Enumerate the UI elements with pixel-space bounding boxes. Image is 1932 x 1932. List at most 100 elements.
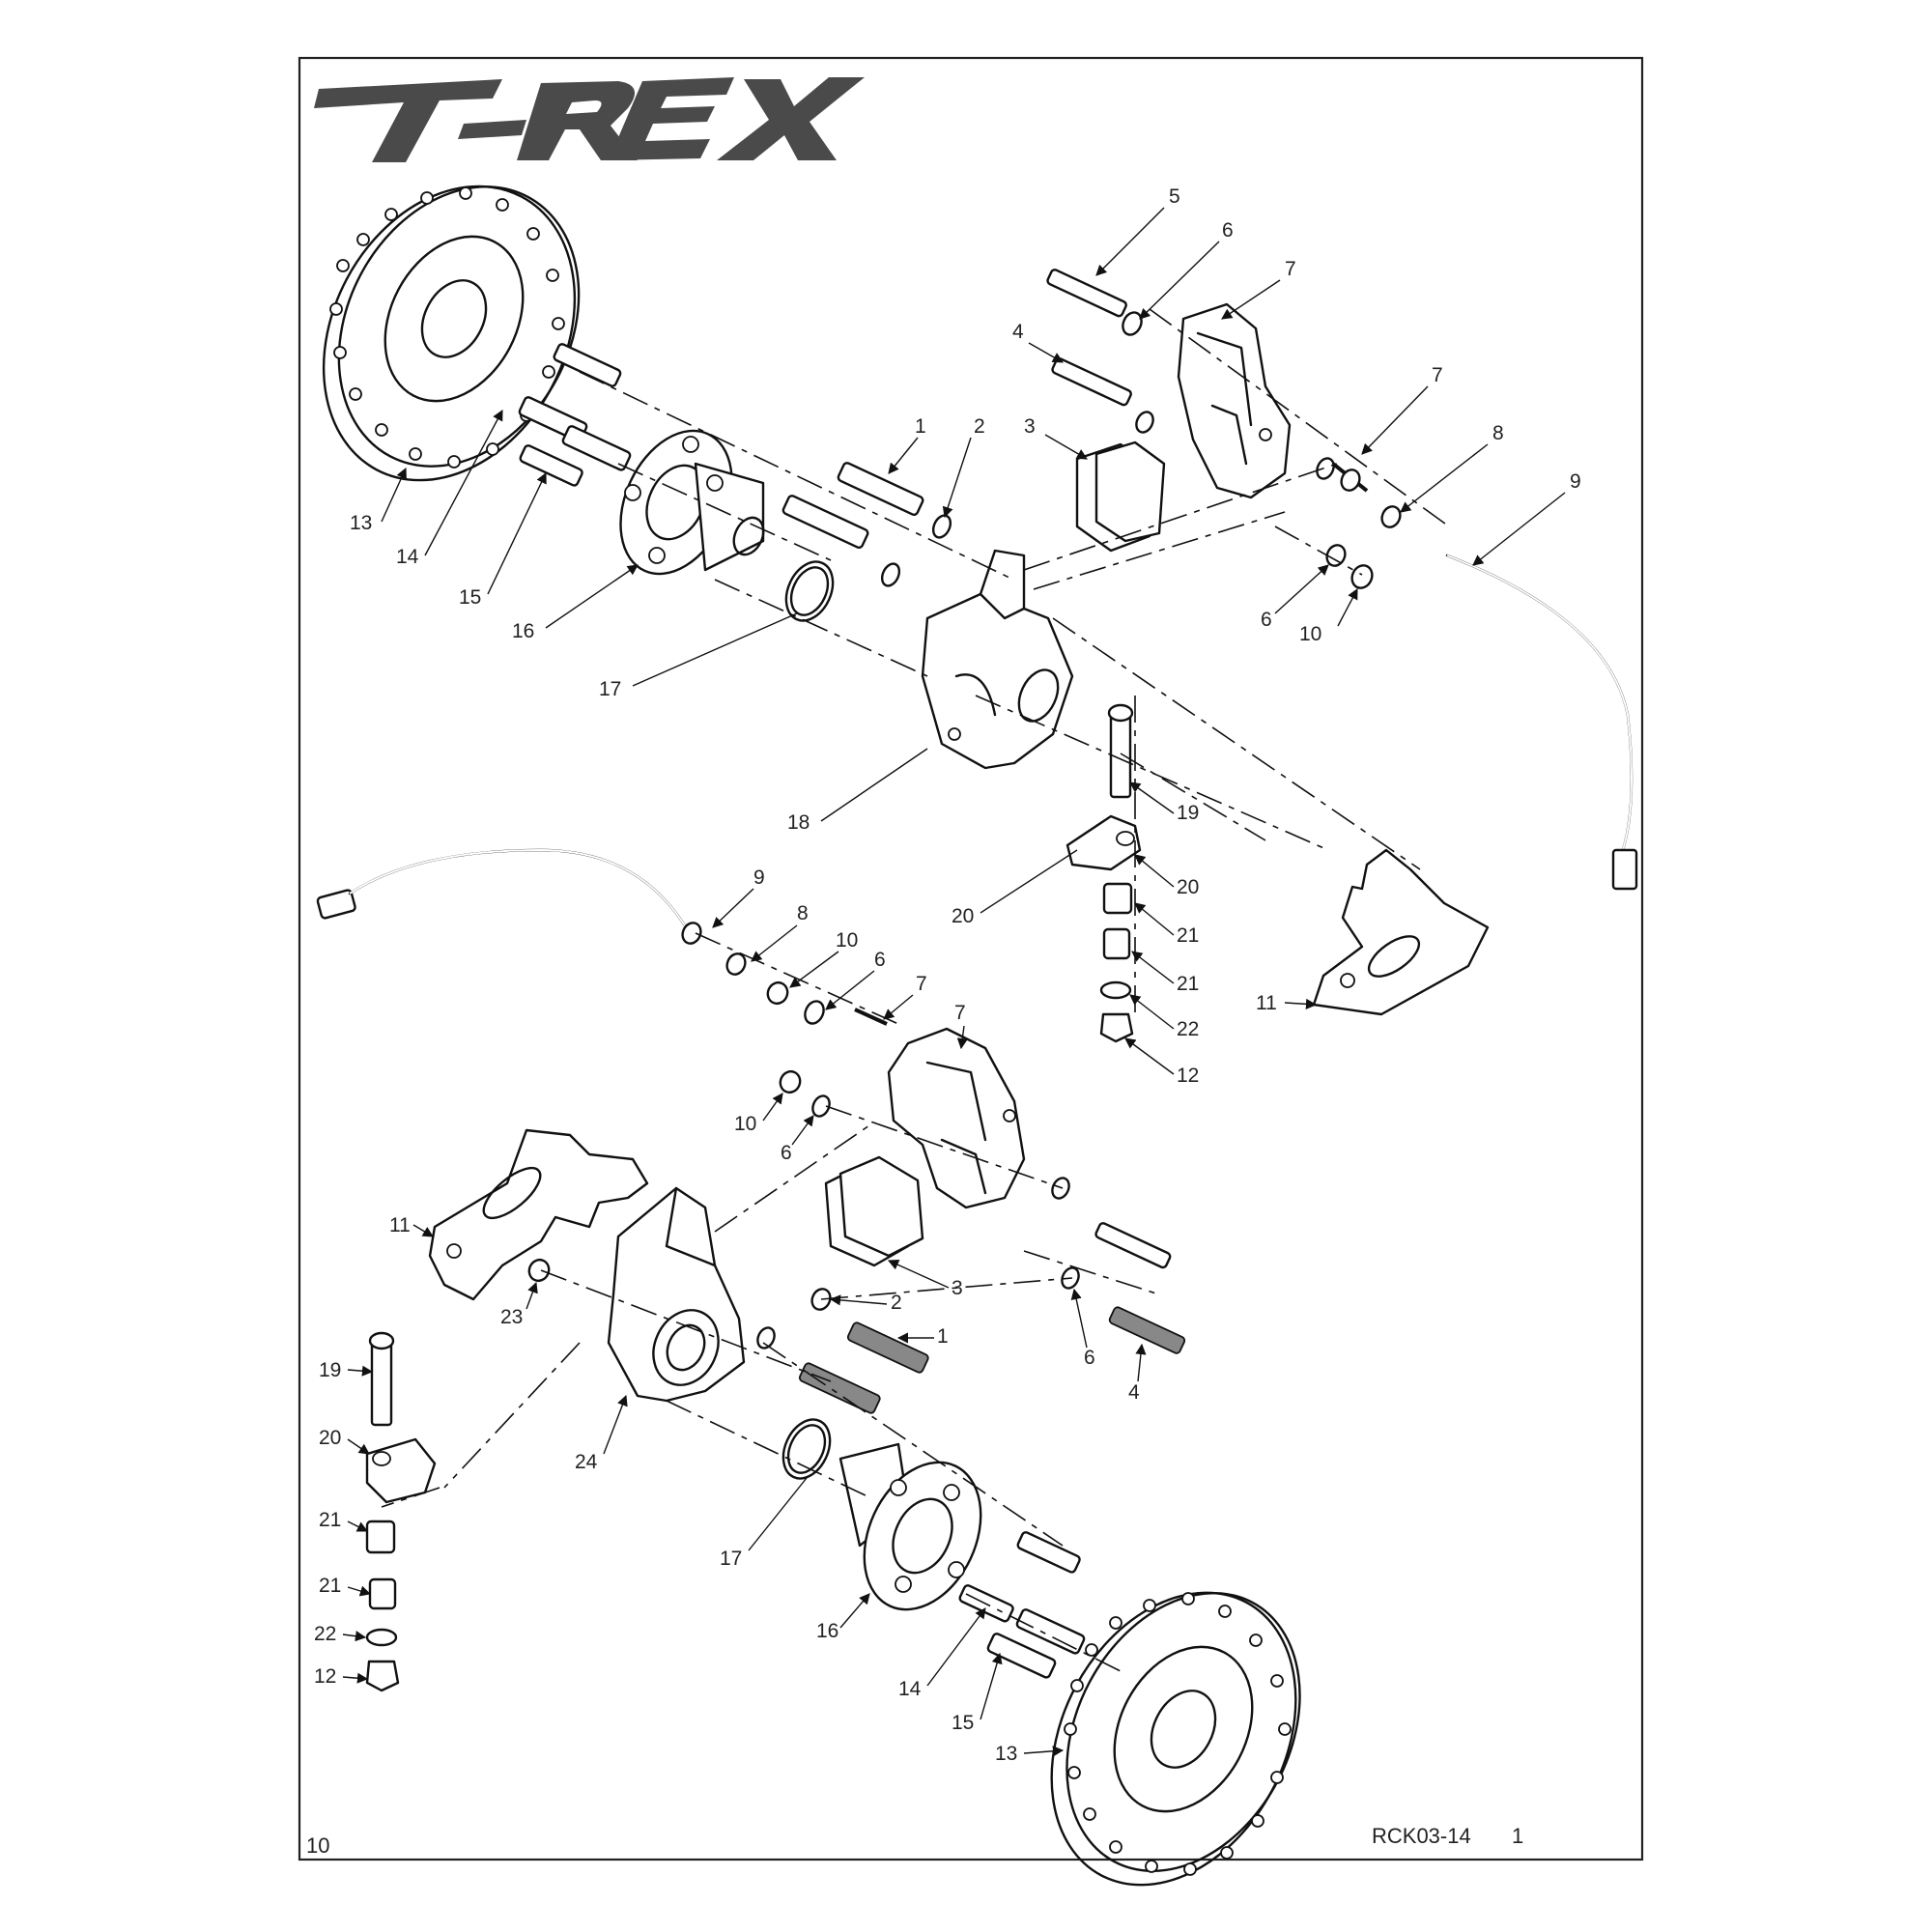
hub-bolt-upper-c	[561, 425, 632, 471]
callout-8-upper: 8	[1492, 422, 1504, 444]
knuckle-upright-24	[607, 1186, 746, 1403]
callout-6-lower-d: 6	[1084, 1347, 1095, 1369]
callout-23: 23	[500, 1306, 523, 1328]
brake-pads-upper	[1075, 440, 1166, 553]
callout-7-lower-a: 7	[916, 973, 927, 995]
steering-arm-11-upper	[1312, 848, 1490, 1016]
t-rex-logo	[314, 77, 865, 162]
callout-1-lower: 1	[937, 1325, 949, 1348]
callout-2-upper: 2	[974, 415, 985, 438]
callout-19-lower: 19	[319, 1359, 341, 1381]
washer-6-upper-b	[1135, 411, 1154, 434]
bolt-1-lower-a	[846, 1321, 929, 1374]
document-code: RCK03-14	[1372, 1824, 1471, 1848]
washer-nut-upper	[1316, 457, 1361, 492]
callout-22-lower: 22	[314, 1623, 336, 1645]
callout-22-upper: 22	[1177, 1018, 1199, 1040]
callout-9-upper: 9	[1570, 470, 1581, 493]
nut-10-lower-b	[779, 1069, 802, 1094]
callout-21-upper-a: 21	[1177, 924, 1199, 947]
hub-bolt-lower-d	[986, 1633, 1057, 1679]
pin-7-lower	[854, 1008, 888, 1026]
callout-3-upper: 3	[1024, 415, 1036, 438]
nut-12-upper	[1099, 1012, 1134, 1043]
hub-bolt-lower-a	[1016, 1531, 1081, 1574]
washer-6-upper	[1122, 311, 1143, 336]
wheel-hub-upper	[619, 429, 765, 576]
callout-5-upper: 5	[1169, 185, 1180, 208]
callout-19-upper: 19	[1177, 802, 1199, 824]
brake-caliper-upper	[1177, 302, 1292, 499]
nut-23-lower	[527, 1258, 551, 1283]
washer-22-lower	[365, 1628, 398, 1647]
brake-caliper-lower	[887, 1027, 1026, 1209]
bushing-21-upper-b	[1102, 927, 1131, 960]
callout-8-lower: 8	[797, 902, 809, 924]
callout-13-upper: 13	[350, 512, 372, 534]
callout-labels: 5 6 7 4 7 8 9 1 2 3 13 14 15 16 17 6 10 …	[314, 185, 1581, 1765]
bushing-21-lower-a	[365, 1520, 396, 1554]
brake-hose-upper	[1445, 554, 1638, 891]
callout-21-upper-b: 21	[1177, 973, 1199, 995]
callout-11-upper: 11	[1256, 992, 1277, 1014]
callout-17-upper: 17	[599, 678, 621, 700]
washer-2-lower-b	[756, 1326, 776, 1350]
washer-6-lower-a	[804, 1000, 825, 1025]
callout-6-lower-a: 6	[874, 949, 886, 971]
callout-18: 18	[787, 811, 810, 834]
callout-6b-upper: 6	[1261, 609, 1272, 631]
bolt-5-upper	[1046, 269, 1127, 318]
brake-rotor-upper	[322, 185, 581, 482]
o-ring-upper	[784, 560, 835, 622]
hub-bolt-upper-d	[519, 444, 583, 487]
callout-7-lower-b: 7	[954, 1002, 966, 1024]
bolt-4-upper	[1051, 357, 1132, 407]
callout-10-lower-b: 10	[734, 1113, 756, 1135]
banjo-fitting-8-lower	[725, 952, 747, 976]
steering-arm-11-lower	[428, 1128, 649, 1301]
banjo-fitting-8-upper	[1380, 505, 1402, 528]
nut-10-lower-a	[766, 980, 789, 1006]
callout-21-lower-b: 21	[319, 1575, 341, 1597]
callout-2-lower: 2	[891, 1292, 902, 1314]
callout-6-lower-b: 6	[781, 1142, 792, 1164]
nut-12-lower	[365, 1660, 400, 1692]
callout-7-upper: 7	[1285, 258, 1296, 280]
callout-12-upper: 12	[1177, 1065, 1199, 1087]
callout-16-upper: 16	[512, 620, 534, 642]
pivot-bolt-19-upper	[1107, 703, 1134, 799]
bolt-1-lower-b	[798, 1362, 881, 1414]
callout-20-upper-r: 20	[1177, 876, 1199, 898]
callout-24: 24	[575, 1451, 598, 1473]
brake-rotor-lower	[1050, 1591, 1301, 1887]
bushing-21-lower-b	[368, 1577, 397, 1610]
callout-12-lower: 12	[314, 1665, 336, 1688]
pivot-bolt-19-lower	[368, 1331, 395, 1427]
callout-3-lower: 3	[952, 1277, 963, 1299]
callout-15-lower: 15	[952, 1712, 974, 1734]
callout-1-upper: 1	[915, 415, 926, 438]
callout-6-upper: 6	[1222, 219, 1234, 242]
callout-13-lower: 13	[995, 1743, 1017, 1765]
washer-2-upper	[880, 514, 952, 587]
bushing-21-upper-a	[1102, 882, 1133, 915]
callout-7b-upper: 7	[1432, 364, 1443, 386]
page-number: 10	[306, 1833, 329, 1858]
bolt-4-lower	[1108, 1306, 1186, 1354]
callout-9-lower: 9	[753, 867, 765, 889]
washer-22-upper	[1099, 980, 1132, 1000]
callout-10-lower-a: 10	[836, 929, 858, 952]
o-ring-lower	[781, 1418, 832, 1480]
wheel-hub-lower	[838, 1442, 982, 1611]
callout-15-upper: 15	[459, 586, 481, 609]
hub-bolt-lower-c	[1015, 1608, 1086, 1655]
clevis-20-upper	[1065, 814, 1142, 871]
bolt-1-upper	[837, 462, 924, 517]
bolt-1-upper-b	[781, 495, 869, 550]
brake-hose-lower	[316, 848, 702, 945]
callout-21-lower-a: 21	[319, 1509, 341, 1531]
callout-10-upper: 10	[1299, 623, 1321, 645]
callout-14-lower: 14	[898, 1678, 922, 1700]
callout-17-lower: 17	[720, 1548, 742, 1570]
